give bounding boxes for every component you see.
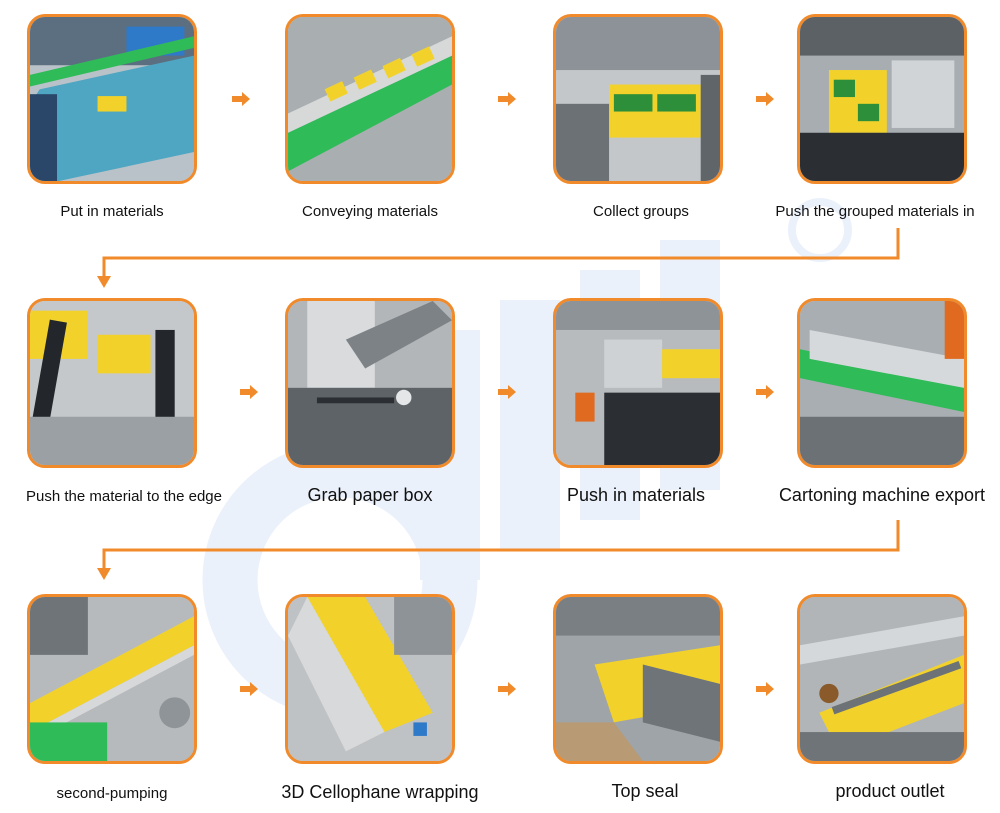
machine-photo-icon (288, 17, 452, 181)
step-4-label: Push the grouped materials in (775, 203, 975, 220)
step-6-label: Grab paper box (307, 485, 433, 505)
machine-photo-icon (556, 301, 720, 465)
machine-photo-icon (288, 301, 452, 465)
arrow-right-icon (240, 682, 258, 696)
step-8-photo (797, 298, 967, 468)
step-10-photo (285, 594, 455, 764)
step-5-label: Push the material to the edge (26, 488, 222, 505)
step-6-photo (285, 298, 455, 468)
step-12-label: product outlet (835, 781, 945, 801)
step-9-label: second-pumping (56, 785, 168, 802)
arrow-right-icon (498, 385, 516, 399)
step-8-label: Cartoning machine export (778, 485, 986, 505)
step-4-photo (797, 14, 967, 184)
step-11-photo (553, 594, 723, 764)
machine-photo-icon (30, 17, 194, 181)
machine-photo-icon (556, 597, 720, 761)
step-12-photo (797, 594, 967, 764)
machine-photo-icon (30, 597, 194, 761)
connector-arrowhead (97, 568, 111, 580)
step-11-label: Top seal (611, 781, 679, 801)
arrow-right-icon (232, 92, 250, 106)
watermark-logo (202, 198, 852, 718)
step-2-label: Conveying materials (302, 203, 438, 220)
step-5-photo (27, 298, 197, 468)
connector-arrowhead (97, 276, 111, 288)
machine-photo-icon (800, 597, 964, 761)
arrow-right-icon (756, 92, 774, 106)
machine-photo-icon (288, 597, 452, 761)
connector-row2-row3 (102, 520, 900, 570)
arrow-right-icon (240, 385, 258, 399)
step-1-photo (27, 14, 197, 184)
machine-photo-icon (30, 301, 194, 465)
step-10-label: 3D Cellophane wrapping (281, 782, 479, 802)
machine-photo-icon (556, 17, 720, 181)
step-7-label: Push in materials (566, 485, 706, 505)
arrow-right-icon (756, 385, 774, 399)
arrow-right-icon (498, 92, 516, 106)
step-9-photo (27, 594, 197, 764)
step-3-label: Collect groups (593, 203, 689, 220)
machine-photo-icon (800, 301, 964, 465)
machine-photo-icon (800, 17, 964, 181)
step-3-photo (553, 14, 723, 184)
step-1-label: Put in materials (60, 203, 164, 220)
connector-row1-row2 (102, 228, 900, 278)
step-2-photo (285, 14, 455, 184)
arrow-right-icon (756, 682, 774, 696)
step-7-photo (553, 298, 723, 468)
arrow-right-icon (498, 682, 516, 696)
